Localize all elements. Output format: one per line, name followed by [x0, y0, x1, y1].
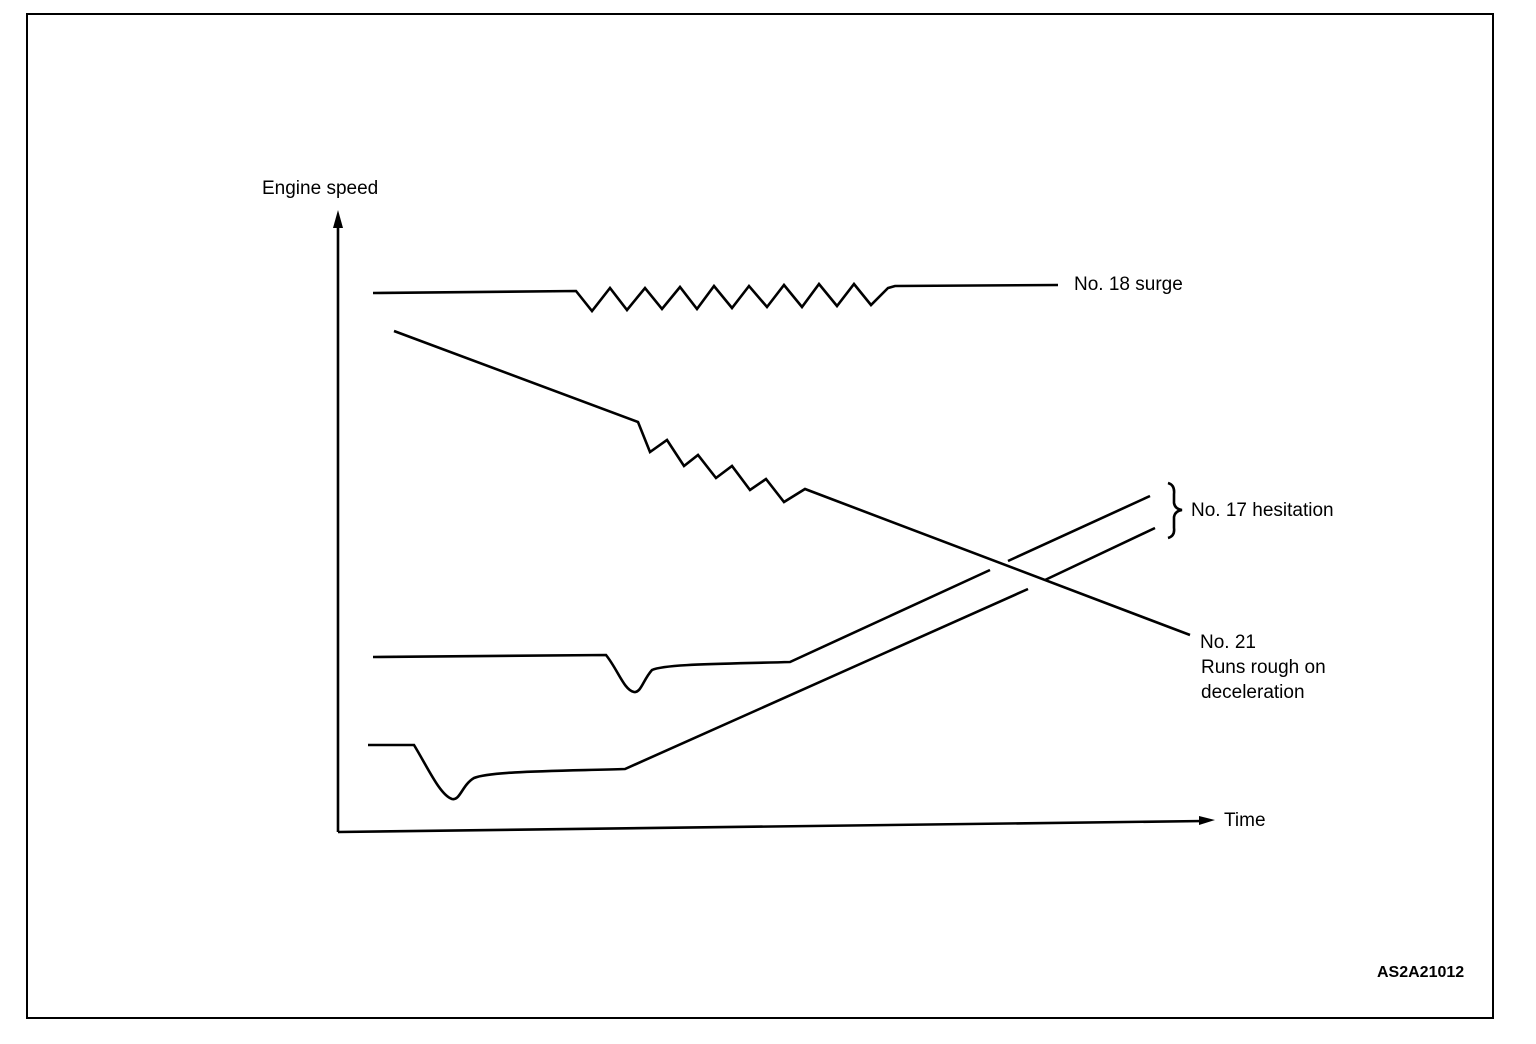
x-axis-arrowhead — [1199, 816, 1215, 825]
y-axis-arrowhead — [333, 210, 343, 228]
hesitation-brace — [1167, 481, 1183, 540]
figure-code: AS2A21012 — [1377, 964, 1464, 981]
rough-decel-label-line1: No. 21 — [1200, 632, 1256, 653]
hesitation-label: No. 17 hesitation — [1191, 500, 1334, 521]
x-axis-label: Time — [1224, 810, 1266, 831]
rough-decel-label-line2: Runs rough on — [1201, 657, 1326, 678]
x-axis — [337, 819, 1205, 834]
hesitation-curve-lower — [368, 526, 1156, 801]
y-axis-label: Engine speed — [262, 178, 378, 199]
surge-label: No. 18 surge — [1074, 274, 1183, 295]
figure-frame — [26, 13, 1494, 1019]
hesitation-curve-upper — [372, 494, 1151, 694]
surge-curve — [372, 281, 1059, 314]
rough-decel-curve — [393, 329, 1191, 637]
rough-decel-label-line3: deceleration — [1201, 682, 1305, 703]
